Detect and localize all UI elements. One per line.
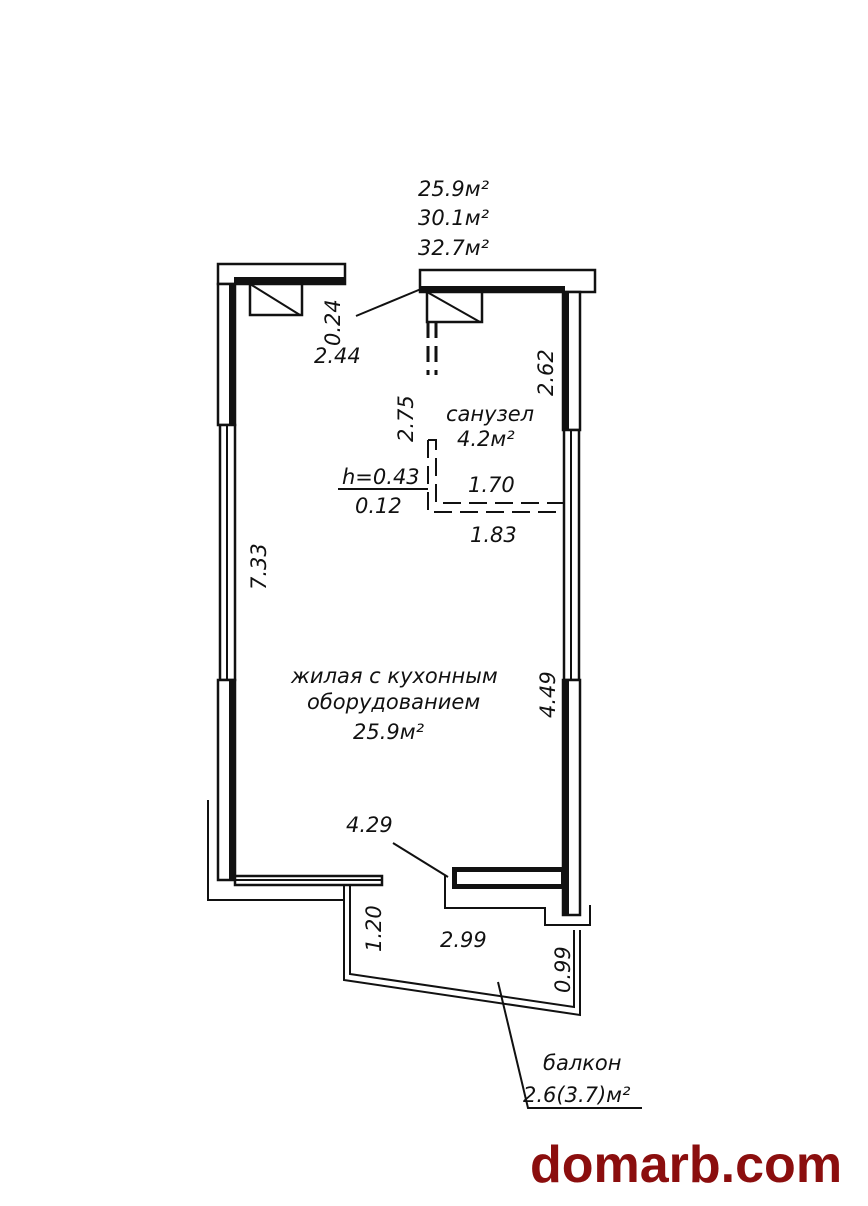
leader-lines xyxy=(338,288,642,1109)
wall-left xyxy=(216,282,237,882)
dimension-2-44: 2.44 xyxy=(314,344,361,368)
dimension-0-24: 0.24 xyxy=(321,299,345,346)
balcony-name: балкон xyxy=(543,1051,622,1075)
dimension-0-99: 0.99 xyxy=(551,946,575,993)
vent-shaft-left xyxy=(248,282,304,317)
dimension-1-83: 1.83 xyxy=(470,523,517,547)
total-area-summary: 30.1м² xyxy=(418,206,490,230)
dimension-1-70: 1.70 xyxy=(468,473,515,497)
wall-bottom-right xyxy=(444,867,591,926)
living-room-area: 25.9м² xyxy=(353,720,425,744)
bathroom-name: санузел xyxy=(446,402,534,426)
dimension-2-75: 2.75 xyxy=(394,395,418,442)
dimension-2-99: 2.99 xyxy=(440,928,487,952)
dimension-1-20: 1.20 xyxy=(362,905,386,952)
watermark: domarb.com xyxy=(530,1136,842,1194)
vent-shaft-right xyxy=(425,290,484,324)
wall-bottom-left xyxy=(207,800,384,901)
living-area-summary: 25.9м² xyxy=(418,177,490,201)
dimension-4-49: 4.49 xyxy=(536,671,560,718)
wall-top-right xyxy=(418,268,597,294)
wall-top-left xyxy=(216,262,347,286)
bathroom-partitions xyxy=(426,322,565,513)
dimension-7-33: 7.33 xyxy=(247,543,271,590)
living-room-name-line1: жилая с кухонным xyxy=(290,664,498,688)
total-area-with-balcony: 32.7м² xyxy=(418,236,490,260)
dimension-4-29: 4.29 xyxy=(346,813,393,837)
dimension-height: h=0.43 xyxy=(342,465,420,489)
dimension-2-62: 2.62 xyxy=(534,349,558,396)
wall-right xyxy=(561,290,582,917)
bathroom-area: 4.2м² xyxy=(457,427,515,451)
dimension-0-12: 0.12 xyxy=(355,494,402,518)
balcony-area: 2.6(3.7)м² xyxy=(523,1083,631,1107)
balcony-outline xyxy=(343,885,581,1017)
living-room-name-line2: оборудованием xyxy=(307,690,480,714)
